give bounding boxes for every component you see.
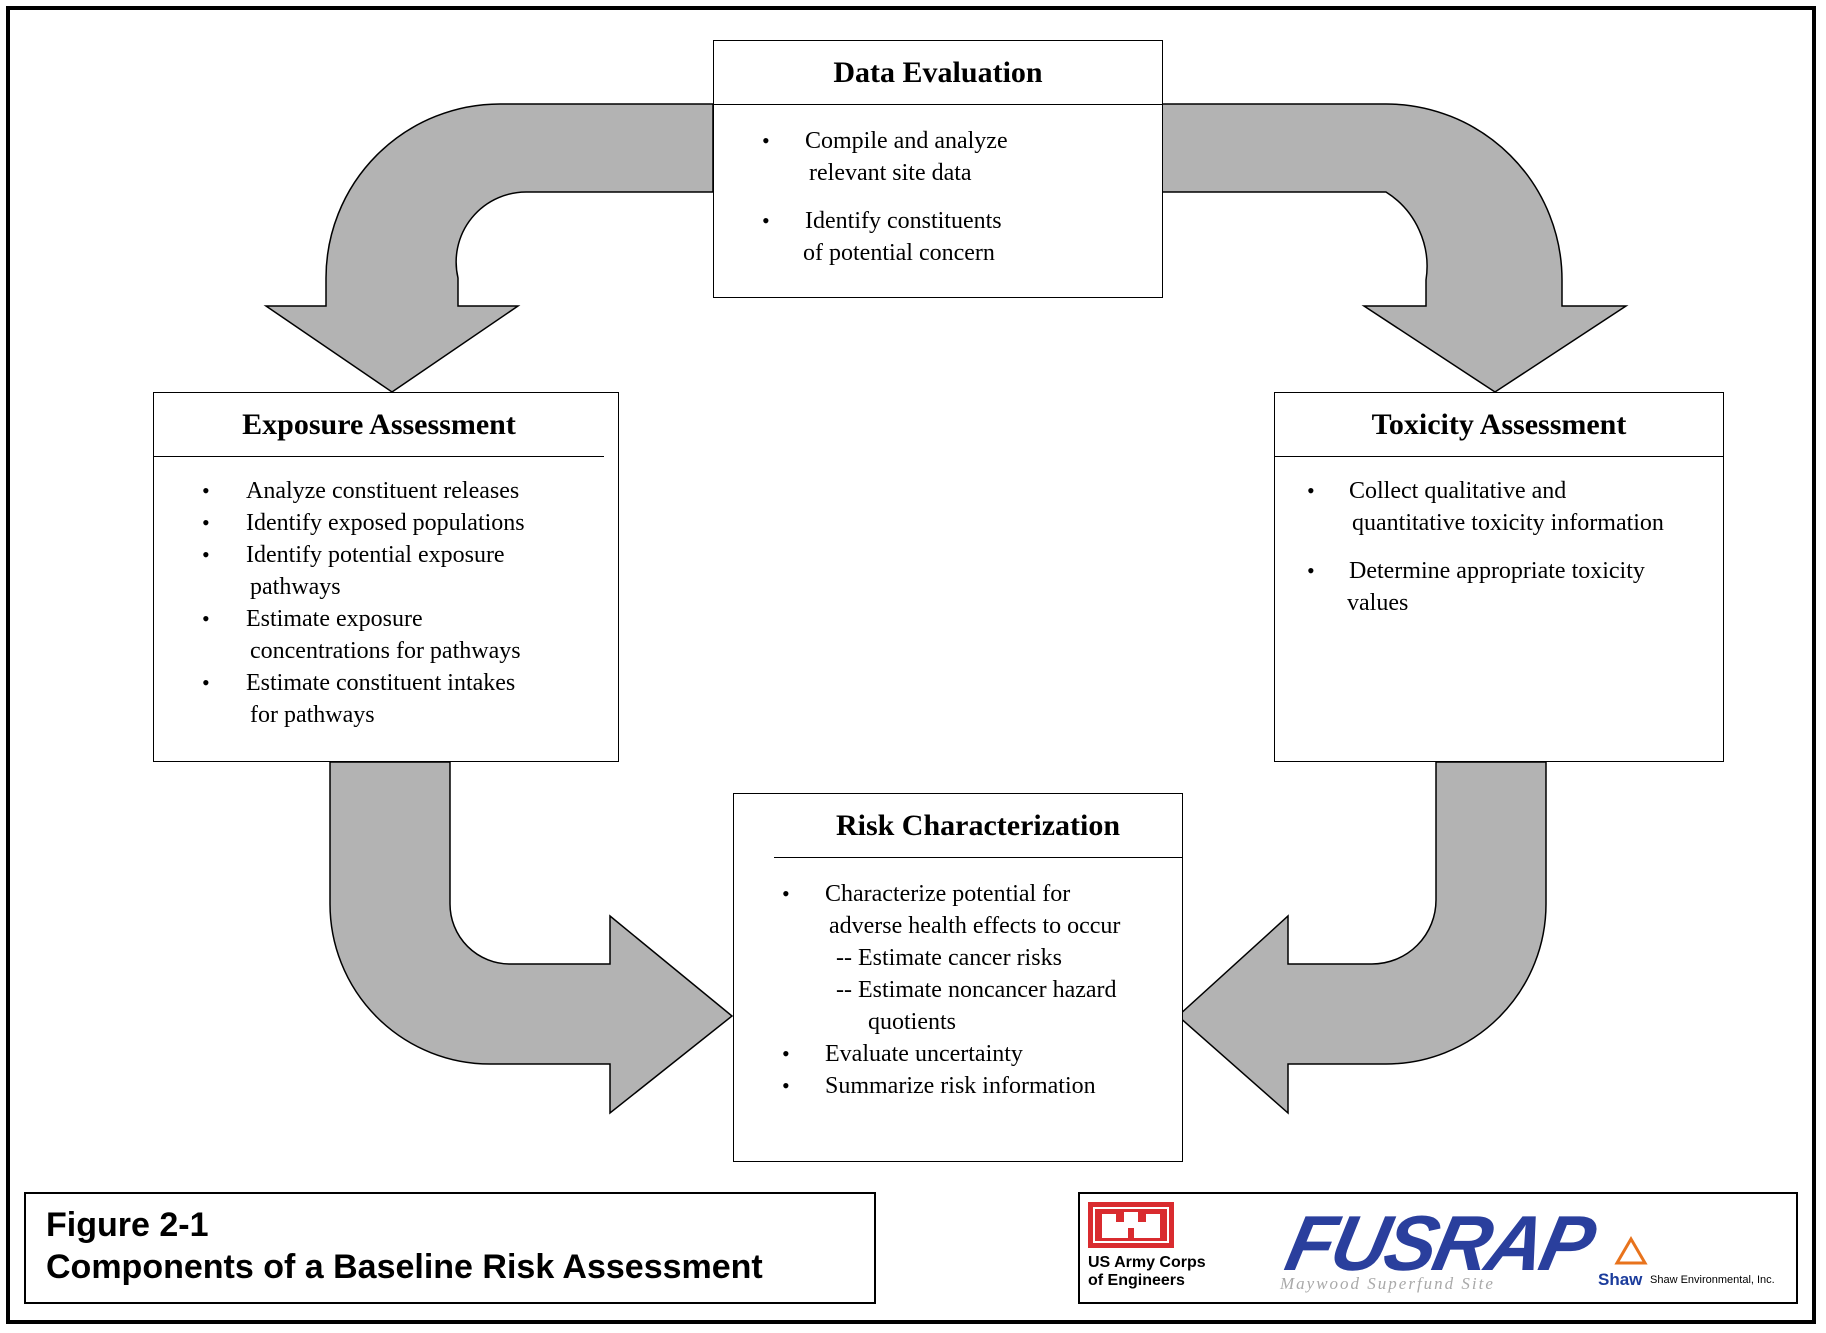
arrow-exposure-to-risk xyxy=(329,761,734,1115)
bullet-marker: • xyxy=(202,542,210,567)
bullet-marker: • xyxy=(782,881,790,906)
exposure-assessment-box: Exposure Assessment • Analyze constituen… xyxy=(153,392,619,762)
arrow-data-to-exposure xyxy=(263,103,714,393)
shaw-triangle-icon xyxy=(1614,1236,1648,1265)
risk-characterization-box: Risk Characterization • Characterize pot… xyxy=(733,793,1183,1162)
usace-castle-icon xyxy=(1088,1202,1174,1248)
list-item: Collect qualitative and xyxy=(1349,478,1567,504)
toxicity-assessment-title: Toxicity Assessment xyxy=(1275,393,1723,457)
list-item: of potential concern xyxy=(803,240,995,266)
shaw-logo: Shaw xyxy=(1598,1270,1643,1289)
list-item: Estimate constituent intakes xyxy=(246,670,516,696)
list-item: -- Estimate noncancer hazard xyxy=(836,977,1117,1003)
list-item: -- Estimate cancer risks xyxy=(836,945,1062,971)
exposure-assessment-title: Exposure Assessment xyxy=(154,393,604,457)
list-item: relevant site data xyxy=(809,160,972,186)
list-item: pathways xyxy=(250,574,341,600)
usace-line1: US Army Corps xyxy=(1088,1254,1206,1271)
arrow-toxicity-to-risk xyxy=(1176,761,1547,1115)
data-evaluation-list: • Compile and analyze relevant site data… xyxy=(714,105,1162,297)
exposure-assessment-list: • Analyze constituent releases • Identif… xyxy=(154,457,618,761)
data-evaluation-box: Data Evaluation • Compile and analyze re… xyxy=(713,40,1163,298)
shaw-environmental-label: Shaw Environmental, Inc. xyxy=(1650,1274,1775,1286)
list-item: Evaluate uncertainty xyxy=(825,1041,1023,1067)
list-item: quotients xyxy=(868,1009,956,1035)
list-item: Estimate exposure xyxy=(246,606,423,632)
figure-caption: Figure 2-1 Components of a Baseline Risk… xyxy=(24,1192,876,1304)
risk-characterization-list: • Characterize potential for adverse hea… xyxy=(734,858,1182,1161)
list-item: quantitative toxicity information xyxy=(1352,510,1664,536)
risk-characterization-title: Risk Characterization xyxy=(774,794,1182,858)
list-item: concentrations for pathways xyxy=(250,638,521,664)
bullet-marker: • xyxy=(1307,558,1315,583)
maywood-site-label: Maywood Superfund Site xyxy=(1280,1274,1495,1293)
bullet-marker: • xyxy=(202,606,210,631)
bullet-marker: • xyxy=(202,670,210,695)
list-item: Compile and analyze xyxy=(805,128,1008,154)
data-evaluation-title: Data Evaluation xyxy=(714,41,1162,105)
arrow-data-to-toxicity xyxy=(1161,103,1629,393)
usace-line2: of Engineers xyxy=(1088,1272,1185,1289)
bullet-marker: • xyxy=(782,1073,790,1098)
figure-number: Figure 2-1 xyxy=(46,1206,209,1244)
bullet-marker: • xyxy=(202,478,210,503)
figure-title: Components of a Baseline Risk Assessment xyxy=(46,1248,763,1286)
list-item: Identify potential exposure xyxy=(246,542,505,568)
bullet-marker: • xyxy=(1307,478,1315,503)
list-item: for pathways xyxy=(250,702,375,728)
list-item: values xyxy=(1347,590,1409,616)
list-item: Analyze constituent releases xyxy=(246,478,520,504)
list-item: Identify constituents xyxy=(805,208,1002,234)
list-item: Determine appropriate toxicity xyxy=(1349,558,1645,584)
list-item: Identify exposed populations xyxy=(246,510,525,536)
bullet-marker: • xyxy=(762,208,770,233)
bullet-marker: • xyxy=(762,128,770,153)
list-item: Characterize potential for xyxy=(825,881,1071,907)
bullet-marker: • xyxy=(202,510,210,535)
bullet-marker: • xyxy=(782,1041,790,1066)
list-item: adverse health effects to occur xyxy=(829,913,1121,939)
list-item: Summarize risk information xyxy=(825,1073,1096,1099)
toxicity-assessment-list: • Collect qualitative and quantitative t… xyxy=(1275,457,1723,761)
logo-strip: US Army Corps of Engineers FUSRAP Maywoo… xyxy=(1078,1192,1798,1304)
toxicity-assessment-box: Toxicity Assessment • Collect qualitativ… xyxy=(1274,392,1724,762)
